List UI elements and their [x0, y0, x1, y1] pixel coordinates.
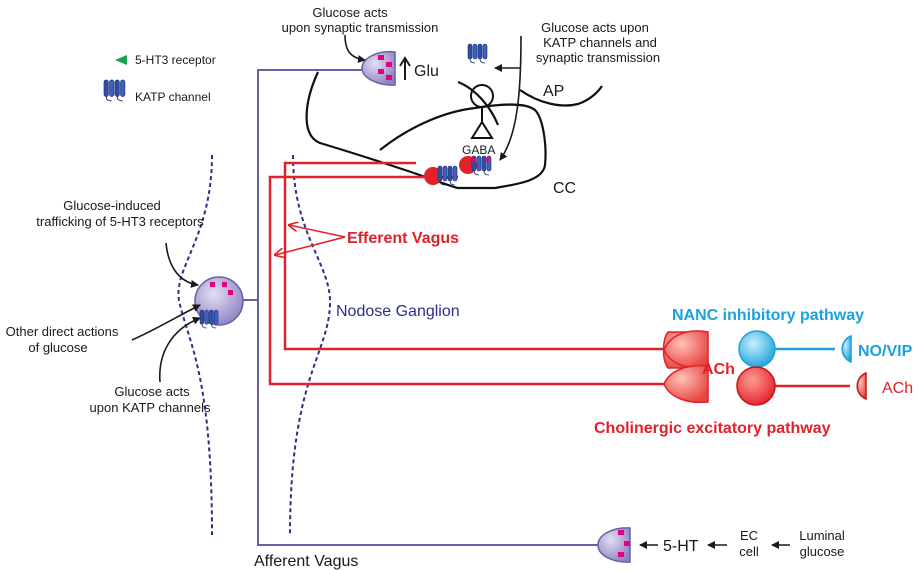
legend-receptor-label: 5-HT3 receptor	[135, 53, 216, 67]
luminal-label-line2: glucose	[800, 544, 845, 559]
ach-right-label: ACh	[882, 380, 913, 397]
no-vip-label: NO/VIP	[858, 343, 913, 360]
afferent-vagus-label: Afferent Vagus	[254, 553, 358, 570]
nodose-ganglion-label: Nodose Ganglion	[336, 303, 460, 320]
legend: 5-HT3 receptor KATP channel	[103, 53, 216, 104]
katp-icon-top	[467, 43, 488, 64]
glu-up-arrow	[399, 56, 411, 80]
synaptic-label-line1: Glucose acts	[312, 5, 388, 20]
trafficking-label-line1: Glucose-induced	[63, 198, 161, 213]
cc-label: CC	[553, 180, 576, 197]
ap-label: AP	[543, 83, 564, 100]
nanc-pathway	[738, 330, 852, 368]
cc-region-outline	[305, 71, 603, 190]
nanc-pathway-label: NANC inhibitory pathway	[672, 307, 864, 324]
ec-label-line1: EC	[740, 528, 758, 543]
cholinergic-pathway	[736, 366, 867, 406]
ec-terminal	[597, 527, 631, 563]
katp-syn-label-line2: KATP channels and	[543, 35, 657, 50]
katp-label-line1: Glucose acts	[114, 384, 190, 399]
annotation-arrows	[131, 34, 790, 549]
efferent-terminals	[662, 330, 709, 404]
efferent-vagus-label: Efferent Vagus	[347, 230, 459, 247]
glu-label: Glu	[414, 63, 439, 80]
efferent-label-arrows	[275, 225, 346, 255]
gaba-label: GABA	[462, 143, 495, 157]
efferent-vagus-path	[268, 161, 668, 386]
nodose-ganglion-outline	[177, 154, 332, 536]
receptor-legend-icon	[115, 55, 127, 65]
katp-legend-icon	[103, 79, 126, 102]
five-ht-label: 5-HT	[663, 538, 699, 555]
direct-actions-label-line2: of glucose	[28, 340, 87, 355]
cholinergic-pathway-label: Cholinergic excitatory pathway	[594, 420, 831, 437]
synaptic-terminal	[361, 50, 396, 86]
katp-label-line2: upon KATP channels	[90, 400, 211, 415]
synaptic-label-line2: upon synaptic transmission	[282, 20, 439, 35]
ach-center-label: ACh	[702, 361, 735, 378]
ec-label-line2: cell	[739, 544, 759, 559]
katp-syn-label-line3: synaptic transmission	[536, 50, 660, 65]
trafficking-label-line2: trafficking of 5-HT3 receptors	[36, 214, 204, 229]
ganglion-cell	[194, 276, 244, 329]
katp-syn-label-line1: Glucose acts upon	[541, 20, 649, 35]
luminal-label-line1: Luminal	[799, 528, 845, 543]
cc-synapse	[424, 155, 492, 186]
gaba-neuron	[470, 84, 494, 139]
direct-actions-label-line1: Other direct actions	[6, 324, 119, 339]
legend-katp-label: KATP channel	[135, 90, 211, 104]
